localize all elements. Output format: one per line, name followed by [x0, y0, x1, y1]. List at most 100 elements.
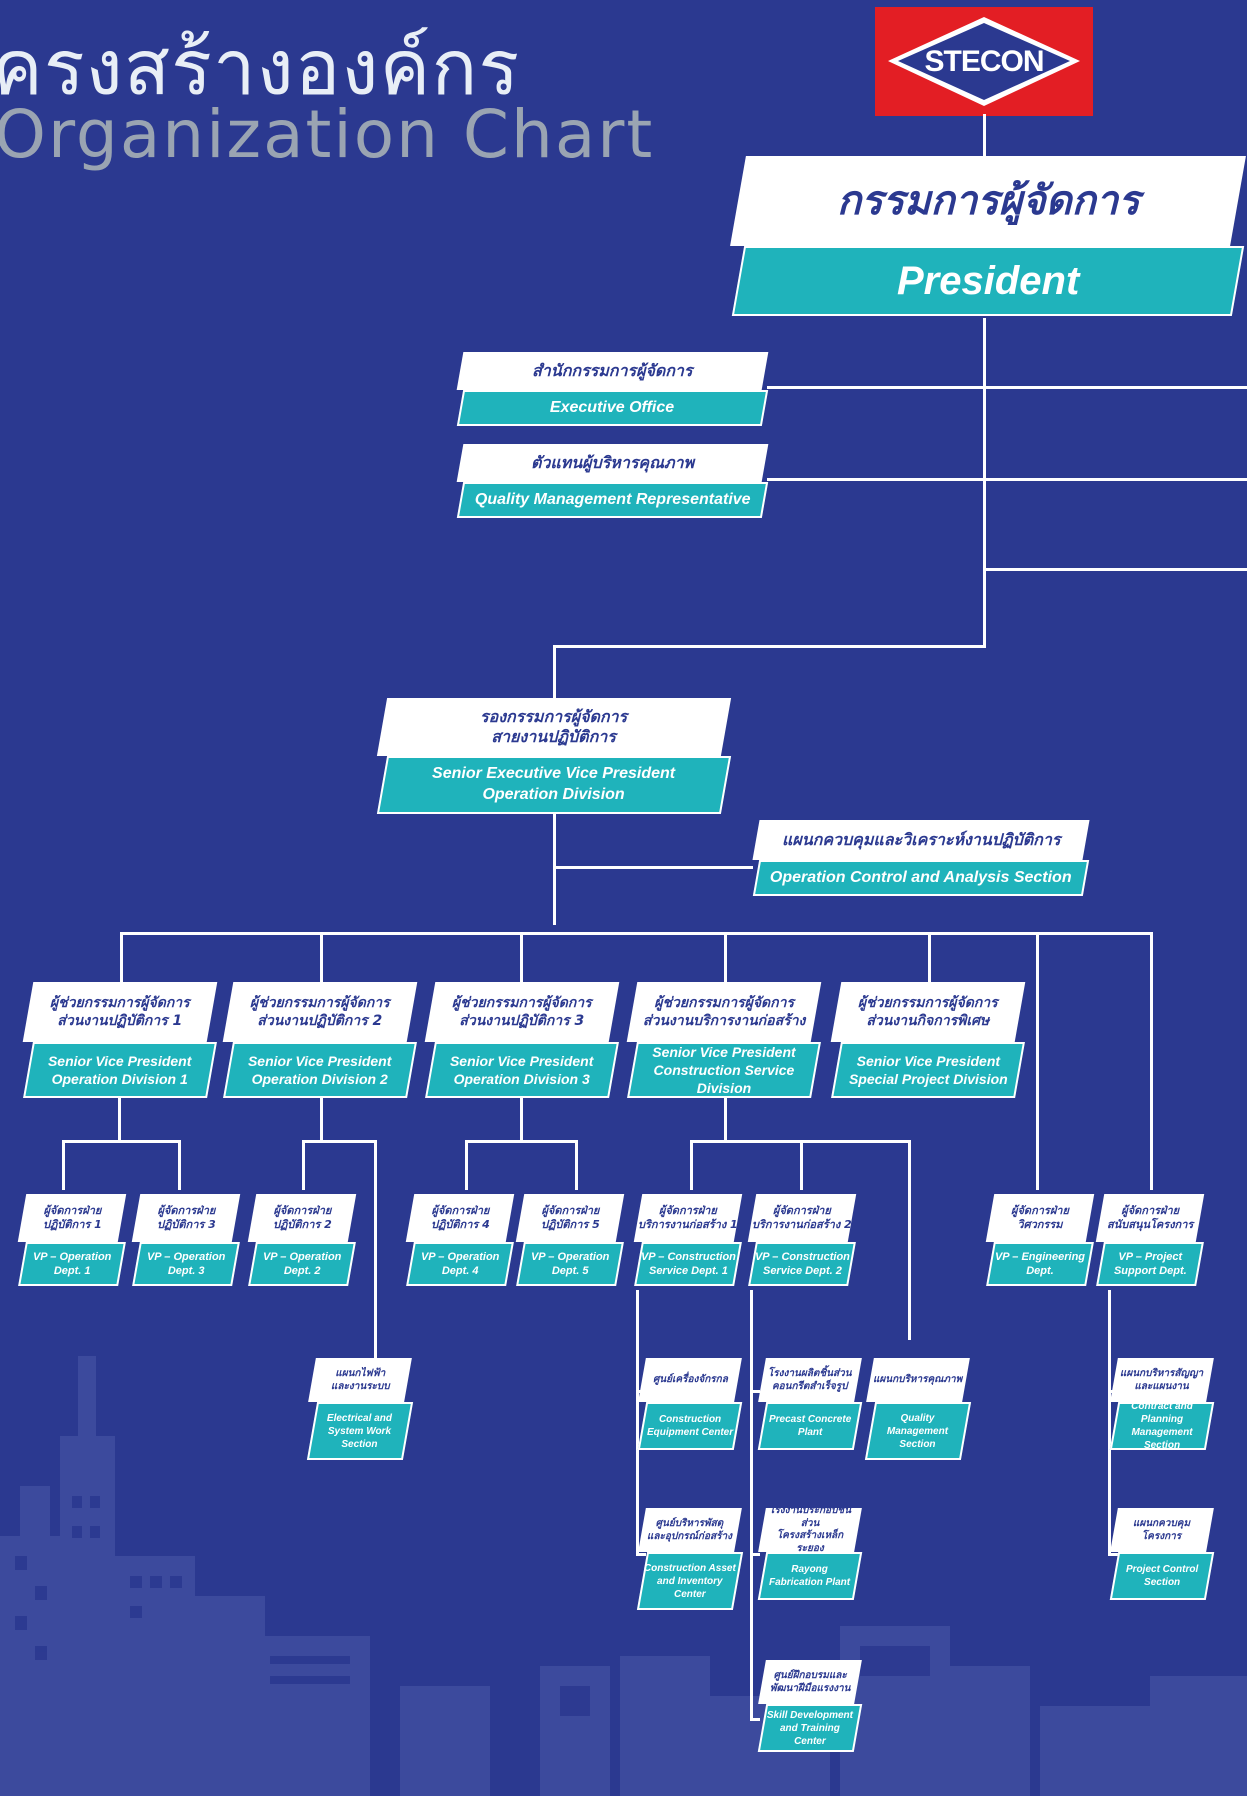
label-text: ผู้จัดการฝ่าย บริการงานก่อสร้าง 2 [752, 1204, 852, 1231]
label-text: Senior Vice President Operation Division… [248, 1052, 392, 1087]
label-text: Construction Asset and Inventory Center [644, 1562, 736, 1600]
label-text: VP – Construction Service Dept. 1 [640, 1250, 736, 1277]
connector-line [553, 866, 753, 869]
connector-line [553, 645, 986, 648]
label-text: โรงงานผลิตชิ้นส่วน คอนกรีตสำเร็จรูป [768, 1367, 852, 1392]
connector-line [750, 1390, 760, 1393]
vp-box-7[interactable]: ผู้จัดการฝ่าย บริการงานก่อสร้าง 2 VP – Co… [747, 1194, 857, 1286]
section-box-7[interactable]: โรงงานประกอบชิ้นส่วน โครงสร้างเหล็ก ระยอ… [757, 1505, 863, 1600]
label-text: VP – Project Support Dept. [1113, 1250, 1187, 1277]
svp-box-1-english-label: Senior Vice President Operation Division… [23, 1042, 217, 1098]
section-box-7-thai-label: โรงงานประกอบชิ้นส่วน โครงสร้างเหล็ก ระยอ… [758, 1505, 862, 1554]
vp-box-6[interactable]: ผู้จัดการฝ่าย บริการงานก่อสร้าง 1 VP – Co… [633, 1194, 743, 1286]
president-box-english-label: President [731, 246, 1245, 316]
ocas-box-thai-label: แผนกควบคุมและวิเคราะห์งานปฏิบัติการ [752, 820, 1090, 860]
label-text: ผู้ช่วยกรรมการผู้จัดการ ส่วนงานปฏิบัติกา… [50, 994, 190, 1029]
connector-line [750, 1553, 760, 1556]
page-title-thai: ครงสร้างองค์กร [0, 23, 521, 112]
label-text: Precast Concrete Plant [768, 1414, 852, 1438]
connector-line [983, 114, 986, 164]
label-text: แผนกควบคุมและวิเคราะห์งานปฏิบัติการ [781, 830, 1061, 849]
vp-box-1-english-label: VP – Operation Dept. 1 [18, 1242, 126, 1286]
vp-box-9-english-label: VP – Project Support Dept. [1096, 1242, 1204, 1286]
svp-box-2[interactable]: ผู้ช่วยกรรมการผู้จัดการ ส่วนงานปฏิบัติกา… [222, 982, 418, 1098]
connector-line [908, 1140, 911, 1340]
connector-line [750, 1290, 753, 1720]
president-box[interactable]: กรรมการผู้จัดการ President [730, 156, 1246, 316]
connector-line [320, 1098, 323, 1140]
president-box-thai-label: กรรมการผู้จัดการ [730, 156, 1246, 246]
connector-line [750, 1718, 760, 1721]
connector-line [575, 1140, 578, 1190]
vp-box-4[interactable]: ผู้จัดการฝ่าย ปฏิบัติการ 4 VP – Operation… [405, 1194, 515, 1286]
vp-box-7-english-label: VP – Construction Service Dept. 2 [748, 1242, 856, 1286]
vp-box-7-thai-label: ผู้จัดการฝ่าย บริการงานก่อสร้าง 2 [747, 1194, 857, 1242]
connector-line [302, 1140, 305, 1190]
section-box-4[interactable]: แผนกบริหารคุณภาพ Quality Management Secti… [864, 1358, 972, 1460]
label-text: ผู้จัดการฝ่าย วิศวกรรม [1011, 1204, 1069, 1231]
section-box-1[interactable]: แผนกไฟฟ้า และงานระบบ Electrical and Syste… [306, 1358, 414, 1460]
connector-line [690, 1140, 693, 1190]
label-text: Senior Vice President Operation Division… [48, 1052, 192, 1087]
connector-line [724, 1098, 727, 1140]
svp-box-1[interactable]: ผู้ช่วยกรรมการผู้จัดการ ส่วนงานปฏิบัติกา… [22, 982, 218, 1098]
city-skyline-background [0, 1356, 1247, 1796]
vp-box-4-english-label: VP – Operation Dept. 4 [406, 1242, 514, 1286]
section-box-2-thai-label: ศูนย์เครื่องจักรกล [638, 1358, 742, 1402]
label-text: Senior Vice President Operation Division… [450, 1052, 594, 1087]
connector-line [120, 932, 123, 982]
sevp-box-thai-label: รองกรรมการผู้จัดการ สายงานปฏิบัติการ [376, 698, 732, 756]
logo-diamond-icon [888, 17, 1080, 106]
connector-line [118, 1098, 121, 1140]
label-text: ผู้ช่วยกรรมการผู้จัดการ ส่วนงานปฏิบัติกา… [250, 994, 390, 1029]
svp-box-4[interactable]: ผู้ช่วยกรรมการผู้จัดการ ส่วนงานบริการงาน… [626, 982, 822, 1098]
svp-box-3-english-label: Senior Vice President Operation Division… [425, 1042, 619, 1098]
vp-box-4-thai-label: ผู้จัดการฝ่าย ปฏิบัติการ 4 [405, 1194, 515, 1242]
svp-box-4-english-label: Senior Vice President Construction Servi… [627, 1042, 821, 1098]
label-text: Quality Management Section [887, 1412, 949, 1450]
connector-line [465, 1140, 577, 1143]
connector-line [800, 1140, 803, 1190]
connector-line [520, 1098, 523, 1140]
label-text: แผนกไฟฟ้า และงานระบบ [330, 1367, 390, 1392]
executive-office-box-thai-label: สำนักกรรมการผู้จัดการ [456, 352, 769, 390]
section-box-5-thai-label: แผนกบริหารสัญญา และแผนงาน [1110, 1358, 1214, 1402]
section-box-3-english-label: Precast Concrete Plant [757, 1402, 863, 1450]
svp-box-3[interactable]: ผู้ช่วยกรรมการผู้จัดการ ส่วนงานปฏิบัติกา… [424, 982, 620, 1098]
label-text: ผู้จัดการฝ่าย ปฏิบัติการ 5 [540, 1204, 600, 1231]
vp-box-8-thai-label: ผู้จัดการฝ่าย วิศวกรรม [985, 1194, 1095, 1242]
vp-box-1-thai-label: ผู้จัดการฝ่าย ปฏิบัติการ 1 [17, 1194, 127, 1242]
section-box-8-thai-label: แผนกควบคุม โครงการ [1110, 1508, 1214, 1552]
connector-line [636, 1553, 646, 1556]
vp-box-3-thai-label: ผู้จัดการฝ่าย ปฏิบัติการ 2 [247, 1194, 357, 1242]
vp-box-6-english-label: VP – Construction Service Dept. 1 [634, 1242, 742, 1286]
section-box-1-english-label: Electrical and System Work Section [306, 1402, 414, 1460]
label-text: Electrical and System Work Section [327, 1412, 393, 1450]
vp-box-3-english-label: VP – Operation Dept. 2 [248, 1242, 356, 1286]
label-text: ผู้จัดการฝ่าย ปฏิบัติการ 4 [430, 1204, 490, 1231]
section-box-4-thai-label: แผนกบริหารคุณภาพ [866, 1358, 970, 1402]
label-text: แผนกบริหารคุณภาพ [873, 1373, 963, 1385]
label-text: Senior Executive Vice President Operatio… [432, 765, 676, 803]
sevp-box[interactable]: รองกรรมการผู้จัดการ สายงานปฏิบัติการ Seni… [376, 698, 732, 814]
section-box-3[interactable]: โรงงานผลิตชิ้นส่วน คอนกรีตสำเร็จรูป Preca… [757, 1358, 863, 1450]
svp-box-5[interactable]: ผู้ช่วยกรรมการผู้จัดการ ส่วนงานกิจการพิเ… [830, 982, 1026, 1098]
label-text: ผู้จัดการฝ่าย บริการงานก่อสร้าง 1 [638, 1204, 738, 1231]
qmr-box-thai-label: ตัวแทนผู้บริหารคุณภาพ [456, 444, 769, 482]
label-text: กรรมการผู้จัดการ [836, 178, 1140, 224]
